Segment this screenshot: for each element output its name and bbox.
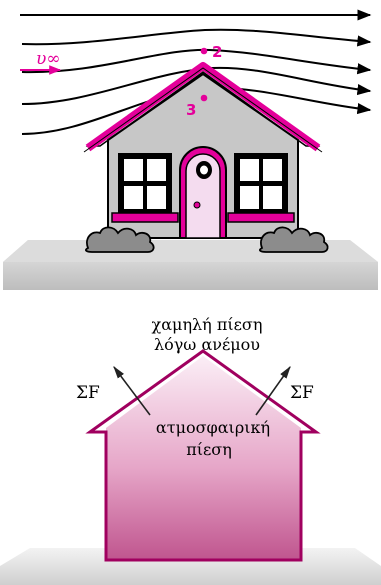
streamline-3 <box>21 48 372 75</box>
inside-label-line1: ατμοσφαιρική <box>156 418 270 437</box>
point-3-label: 3 <box>186 101 196 119</box>
point-2-marker <box>200 47 208 55</box>
bush-right <box>259 226 329 253</box>
force-arrow-left <box>113 365 151 416</box>
house-section-outline <box>85 349 321 562</box>
roof-edge <box>85 62 321 152</box>
window-left <box>111 153 179 223</box>
door-knob <box>193 201 201 209</box>
house-section-fill <box>106 356 301 559</box>
point-2-label: 2 <box>212 43 222 61</box>
roof-edge-outline <box>83 67 323 153</box>
point-3-marker <box>200 94 208 102</box>
panel-gap <box>0 290 381 300</box>
force-label-right: ΣF <box>290 383 314 403</box>
force-label-left: ΣF <box>76 383 100 403</box>
bush-left <box>85 226 155 253</box>
bottom-panel: χαμηλή πίεση λόγω ανέμου ΣF ΣF ατμοσφαιρ… <box>0 315 381 585</box>
door <box>179 146 227 239</box>
streamline-2 <box>21 28 372 47</box>
low-pressure-label-line1: χαμηλή πίεση <box>152 315 263 334</box>
force-arrow-right <box>255 365 291 416</box>
inside-label-line2: πίεση <box>186 440 232 459</box>
window-right <box>227 153 295 223</box>
velocity-label: υ∞ <box>36 49 61 69</box>
top-panel: υ∞ <box>3 9 378 290</box>
low-pressure-label-line2: λόγω ανέμου <box>154 335 260 354</box>
